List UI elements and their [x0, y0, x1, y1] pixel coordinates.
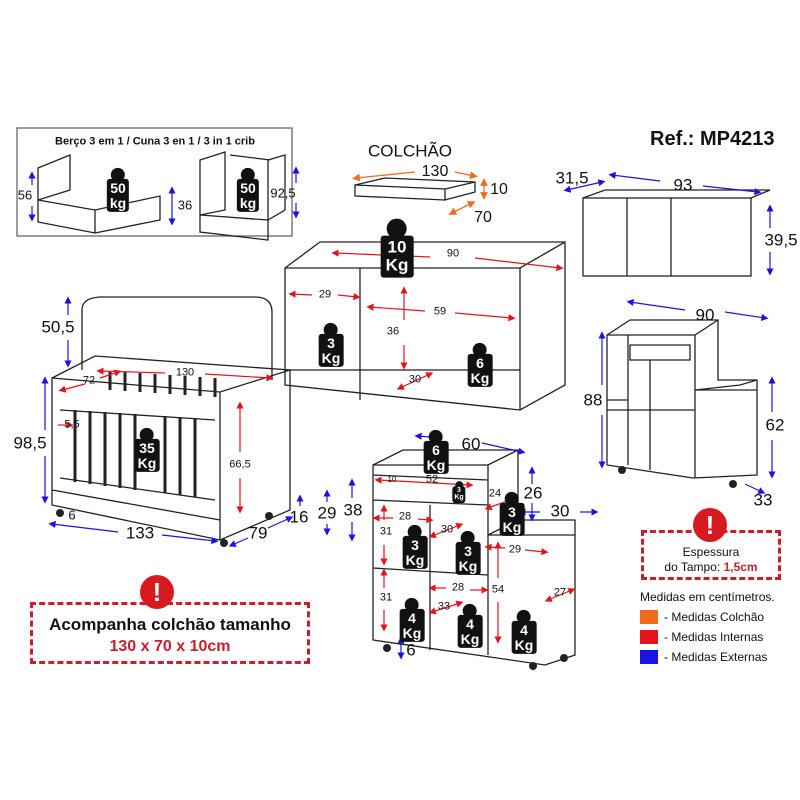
dim-label: 33 — [753, 490, 773, 510]
dim-label: 28 — [451, 581, 465, 594]
dim-label: 52 — [425, 473, 439, 486]
dim-label: 28 — [398, 510, 412, 523]
legend-label: - Medidas Externas — [664, 650, 768, 664]
crib-3in1-title: Berço 3 em 1 / Cuna 3 en 1 / 3 in 1 crib — [55, 135, 255, 148]
dim-label: 50,5 — [41, 317, 75, 337]
dim-label: 36 — [386, 325, 400, 338]
dim-label: 39,5 — [764, 230, 798, 250]
legend-label: - Medidas Colchão — [664, 610, 765, 624]
dim-label: 6 — [68, 507, 76, 523]
dim-label: 16 — [289, 507, 309, 527]
dim-label: 30 — [550, 501, 570, 521]
mattress-title: COLCHÃO — [367, 141, 453, 161]
dim-label: 70 — [474, 209, 492, 226]
dim-label: 31 — [379, 591, 393, 604]
blue-swatch — [640, 650, 658, 664]
dim-label: 31,5 — [555, 168, 589, 188]
dim-label: 133 — [125, 523, 155, 543]
dim-label: 29 — [318, 288, 332, 301]
legend: Medidas em centímetros. - Medidas Colchã… — [640, 590, 775, 664]
dim-label: 66,5 — [229, 458, 251, 471]
dim-label: 90 — [446, 247, 460, 260]
dim-label: 10 — [387, 475, 397, 484]
dim-label: 5,5 — [64, 418, 80, 431]
alert-icon: ! — [140, 575, 174, 609]
thickness-label2: do Tampo: — [664, 560, 721, 574]
legend-title: Medidas em centímetros. — [640, 590, 775, 604]
dim-label: 130 — [421, 163, 449, 180]
legend-item-external: - Medidas Externas — [640, 650, 775, 664]
dim-label: 90 — [695, 305, 715, 325]
red-swatch — [640, 630, 658, 644]
dim-label: 33 — [437, 600, 451, 613]
dim-label: 10 — [490, 181, 508, 198]
dim-label: 130 — [175, 366, 195, 379]
dim-label: 30 — [408, 373, 422, 386]
dim-label: 72 — [82, 374, 96, 387]
dim-label: 59 — [433, 305, 447, 318]
dim-label: 36 — [177, 197, 193, 213]
dim-label: 38 — [343, 500, 363, 520]
dim-label: 31 — [379, 525, 393, 538]
orange-swatch — [640, 610, 658, 624]
product-reference: Ref.: MP4213 — [650, 128, 775, 150]
dim-label: 56 — [17, 187, 33, 203]
dim-label: 88 — [583, 390, 603, 410]
thickness-label: Espessura — [682, 545, 740, 559]
dim-label: 29 — [508, 543, 522, 556]
mattress-note-size: 130 x 70 x 10cm — [109, 638, 231, 655]
legend-item-mattress: - Medidas Colchão — [640, 610, 775, 624]
dim-label: 92,5 — [270, 185, 296, 201]
dim-label: 27 — [553, 586, 567, 599]
dim-label: 79 — [248, 523, 268, 543]
mattress-note: Acompanha colchão tamanho 130 x 70 x 10c… — [30, 602, 310, 664]
dim-label: 54 — [491, 583, 505, 596]
dim-label: 62 — [765, 415, 785, 435]
dim-label: 98,5 — [13, 433, 47, 453]
dim-label: 93 — [673, 175, 693, 195]
alert-icon: ! — [693, 508, 727, 542]
dim-label: 60 — [461, 434, 481, 454]
dim-label: 6 — [406, 640, 416, 660]
legend-label: - Medidas Internas — [664, 630, 764, 644]
legend-item-internal: - Medidas Internas — [640, 630, 775, 644]
thickness-value: 1,5cm — [723, 560, 758, 574]
dim-label: 26 — [523, 483, 543, 503]
dim-label: 24 — [488, 487, 502, 500]
mattress-note-line1: Acompanha colchão tamanho — [49, 615, 291, 634]
dim-label: 30 — [440, 523, 454, 536]
dim-label: 29 — [317, 503, 337, 523]
